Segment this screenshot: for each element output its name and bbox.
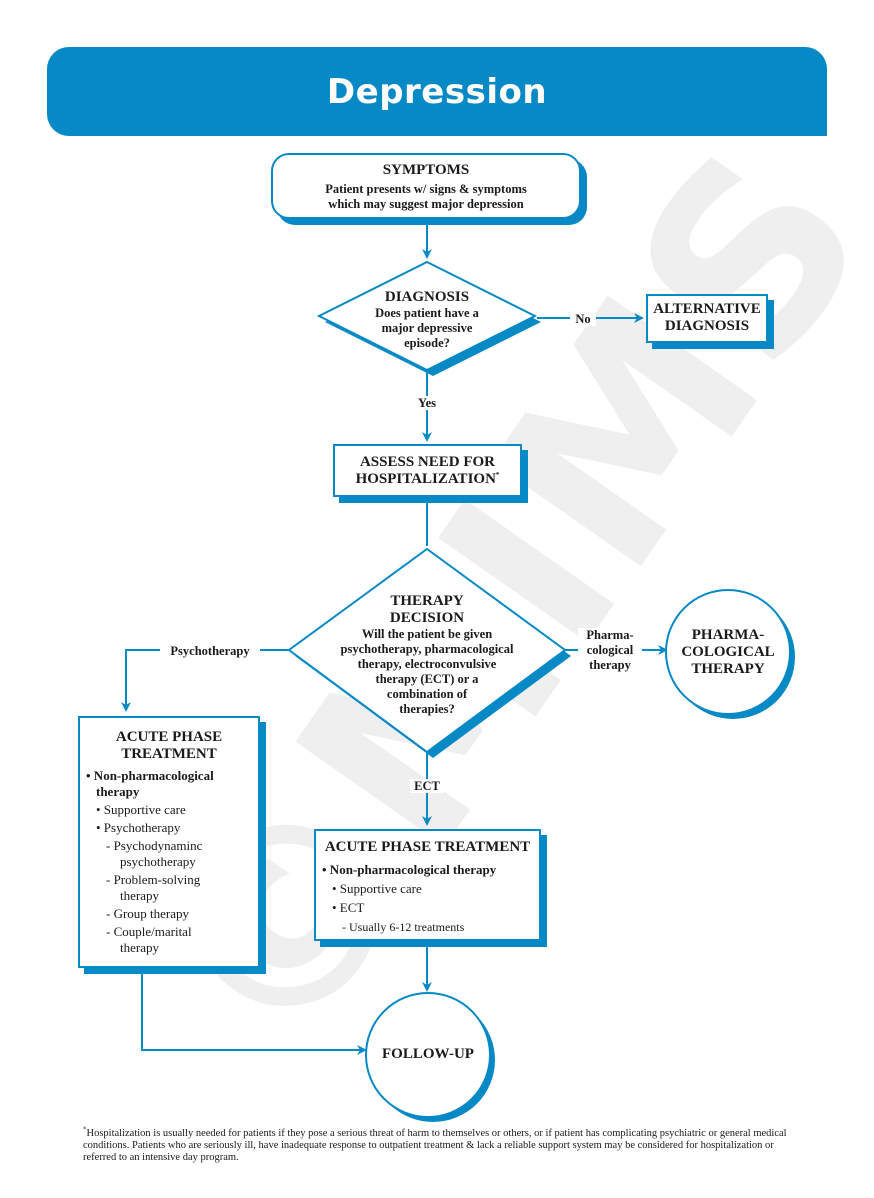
pharma-circle bbox=[665, 589, 791, 715]
followup-text: FOLLOW-UP bbox=[366, 1046, 490, 1063]
therapy-diamond bbox=[287, 547, 567, 754]
acute-left-title1: ACUTE PHASE bbox=[115, 729, 223, 745]
alternative-diagnosis-text: ALTERNATIVE DIAGNOSIS bbox=[646, 301, 768, 335]
therapy-line4: therapy (ECT) or a bbox=[375, 672, 479, 686]
list-item: • Supportive care bbox=[96, 802, 186, 817]
alternative-line1: ALTERNATIVE bbox=[653, 301, 761, 317]
acute-left-title2: TREATMENT bbox=[121, 746, 217, 762]
edge-label-yes: Yes bbox=[411, 396, 443, 410]
diagnosis-line3: episode? bbox=[404, 336, 450, 350]
acute-center-title-text: ACUTE PHASE TREATMENT bbox=[324, 839, 531, 855]
symptoms-box bbox=[271, 153, 581, 219]
therapy-title2: DECISION bbox=[389, 610, 465, 626]
list-item: • Non-pharmacological therapy bbox=[322, 862, 497, 877]
followup-circle bbox=[365, 992, 491, 1118]
list-item: - Couple/marital bbox=[106, 924, 192, 939]
header-banner: Depression bbox=[47, 47, 827, 136]
assess-hospitalization-text: ASSESS NEED FOR HOSPITALIZATION* bbox=[333, 454, 522, 488]
list-item: - Problem-solving bbox=[106, 872, 201, 887]
edge-label-pharma: Pharma- cological therapy bbox=[578, 628, 642, 673]
assess-line1: ASSESS NEED FOR bbox=[359, 454, 496, 470]
edge-label-psychotherapy: Psychotherapy bbox=[160, 644, 260, 658]
page-title: Depression bbox=[326, 71, 548, 112]
therapy-line6: therapies? bbox=[399, 702, 455, 716]
edge-label-ect: ECT bbox=[410, 779, 444, 793]
list-item: • Non-pharmacological bbox=[86, 768, 214, 783]
pharma-line1: PHARMA- bbox=[691, 627, 765, 643]
edge-therapy-acute-left bbox=[121, 649, 289, 712]
therapy-line5: combination of bbox=[386, 687, 468, 701]
list-item: • Supportive care bbox=[332, 881, 422, 896]
pharma-line2: COLOGICAL bbox=[681, 644, 775, 660]
acute-center-list: • Non-pharmacological therapy • Supporti… bbox=[322, 862, 537, 935]
list-item: psychotherapy bbox=[120, 854, 196, 869]
edge-acute-left-followup bbox=[141, 972, 367, 1055]
symptoms-text: SYMPTOMS Patient presents w/ signs & sym… bbox=[271, 162, 581, 212]
list-item: - Group therapy bbox=[106, 906, 190, 921]
list-item: therapy bbox=[120, 940, 159, 955]
footnote: *Hospitalization is usually needed for p… bbox=[83, 1125, 791, 1164]
assess-line2: HOSPITALIZATION bbox=[355, 471, 496, 487]
acute-center-title: ACUTE PHASE TREATMENT bbox=[314, 839, 541, 856]
acute-phase-left-box bbox=[78, 716, 260, 968]
acute-left-title: ACUTE PHASE TREATMENT bbox=[78, 729, 260, 763]
symptoms-title: SYMPTOMS bbox=[382, 162, 470, 178]
symptoms-line2: which may suggest major depression bbox=[328, 197, 524, 211]
therapy-line1: Will the patient be given bbox=[361, 627, 493, 641]
symptoms-line1: Patient presents w/ signs & symptoms bbox=[325, 182, 527, 196]
footnote-text: Hospitalization is usually needed for pa… bbox=[83, 1128, 787, 1163]
alternative-line2: DIAGNOSIS bbox=[664, 318, 750, 334]
pharma-therapy-text: PHARMA- COLOGICAL THERAPY bbox=[670, 627, 786, 678]
edge-label-pharma1: Pharma- bbox=[586, 628, 634, 642]
footnote-mark: * bbox=[83, 1125, 87, 1134]
assess-line2-wrap: HOSPITALIZATION* bbox=[333, 471, 522, 488]
list-item: - Psychodynaminc bbox=[106, 838, 203, 853]
acute-left-list: • Non-pharmacological therapy • Supporti… bbox=[86, 768, 256, 956]
followup-title: FOLLOW-UP bbox=[382, 1046, 474, 1062]
diagnosis-text: DIAGNOSIS Does patient have a major depr… bbox=[340, 289, 514, 351]
list-item: • Psychotherapy bbox=[96, 820, 181, 835]
edge-label-no: No bbox=[570, 312, 596, 326]
therapy-title1: THERAPY bbox=[390, 593, 464, 609]
edge-label-pharma2: cological bbox=[586, 643, 634, 657]
diagnosis-line1: Does patient have a bbox=[375, 306, 479, 320]
list-item: therapy bbox=[120, 888, 159, 903]
list-item: therapy bbox=[96, 784, 140, 799]
therapy-decision-text: THERAPY DECISION Will the patient be giv… bbox=[302, 593, 552, 717]
acute-phase-center-box bbox=[314, 829, 541, 941]
assess-hospitalization-box bbox=[333, 444, 522, 497]
list-item: - Usually 6-12 treatments bbox=[342, 920, 465, 934]
therapy-line3: therapy, electroconvulsive bbox=[357, 657, 497, 671]
diagnosis-title: DIAGNOSIS bbox=[384, 289, 470, 305]
diagnosis-line2: major depressive bbox=[381, 321, 473, 335]
pharma-line3: THERAPY bbox=[691, 661, 765, 677]
list-item: • ECT bbox=[332, 900, 365, 915]
alternative-diagnosis-box bbox=[646, 294, 768, 343]
diagnosis-diamond bbox=[316, 260, 538, 372]
edge-label-pharma3: therapy bbox=[589, 658, 631, 672]
assess-footnote-mark: * bbox=[495, 471, 500, 479]
therapy-line2: psychotherapy, pharmacological bbox=[340, 642, 514, 656]
